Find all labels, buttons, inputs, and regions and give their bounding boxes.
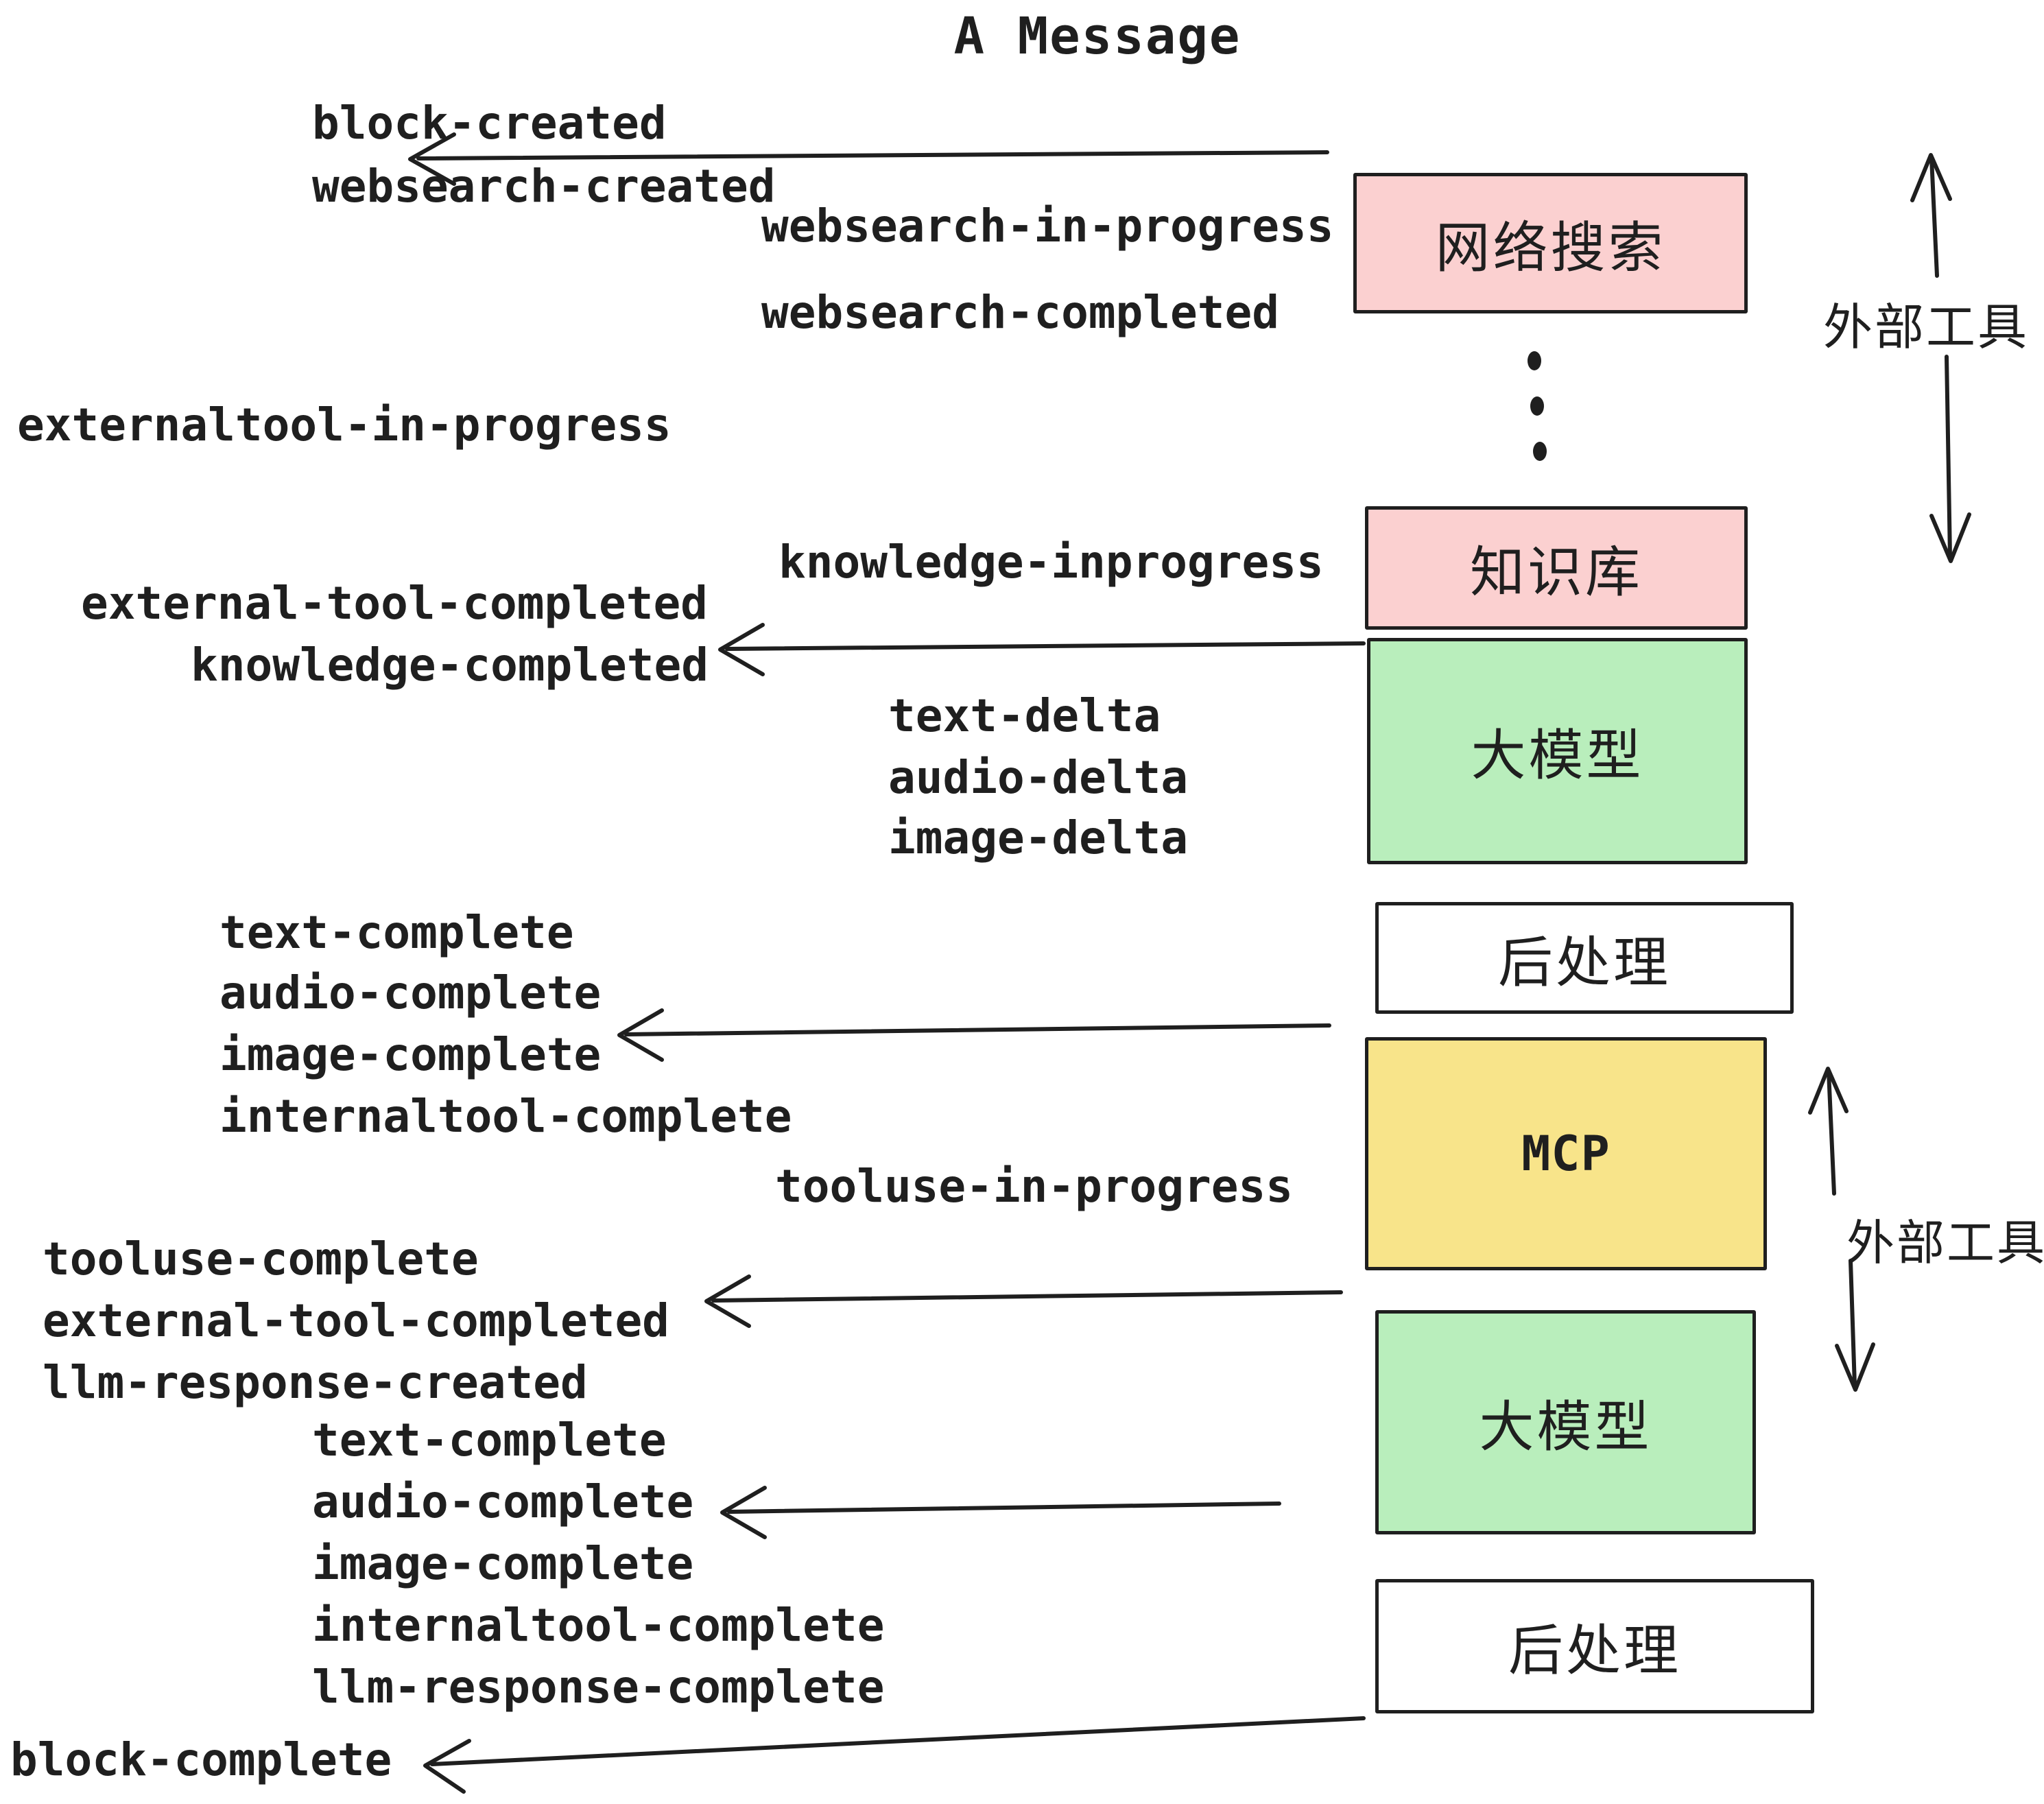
external-tools-note: 外部工具 [1822,298,2029,356]
event-label-llm-response-created: llm-response-created [43,1356,588,1409]
box-postprocess-2: 后处理 [1375,1579,1814,1713]
arrow-llm-complete [720,1486,1281,1539]
box-mcp: MCP [1365,1037,1767,1270]
event-label-text-complete: text-complete [219,906,574,959]
arrow-block-complete [423,1716,1366,1794]
event-label-websearch-completed: websearch-completed [761,286,1279,339]
event-label-block-created: block-created [312,97,667,150]
event-label-llm-response-complete: llm-response-complete [312,1661,885,1713]
box-websearch: 网络搜索 [1353,173,1748,313]
arrow-tooluse-complete [704,1274,1343,1328]
box-llm: 大模型 [1367,638,1748,864]
arrow-block-created [408,132,1329,186]
box-llm-2: 大模型 [1375,1310,1756,1534]
event-label-knowledge-completed: knowledge-completed [191,639,709,691]
event-label-tooluse-in-progress: tooluse-in-progress [775,1160,1293,1213]
box-postprocess-label: 后处理 [1498,930,1671,995]
event-label-audio-delta: audio-delta [888,751,1189,804]
event-label-websearch-created: websearch-created [312,160,776,213]
event-label-external-tool-completed: external-tool-completed [81,577,708,630]
box-mcp-label: MCP [1521,1126,1611,1182]
event-label-externaltool-in-progress: externaltool-in-progress [17,399,672,451]
box-postprocess-2-label: 后处理 [1508,1619,1681,1683]
external-tools-up-arrow-2 [1808,1067,1849,1196]
event-label-image-complete: image-complete [219,1028,602,1081]
box-postprocess: 后处理 [1375,902,1794,1014]
box-llm-2-label: 大模型 [1479,1394,1652,1459]
event-label-text-complete-2: text-complete [312,1414,667,1467]
event-label-external-tool-completed-2: external-tool-completed [43,1294,669,1347]
event-label-internaltool-complete: internaltool-complete [219,1090,792,1143]
event-label-text-delta: text-delta [888,689,1161,742]
event-label-audio-complete: audio-complete [219,966,602,1019]
arrow-internal-complete [617,1008,1331,1062]
external-tools-note-2: 外部工具 [1846,1215,2044,1271]
box-knowledge-label: 知识库 [1470,541,1643,604]
box-llm-label: 大模型 [1471,724,1644,787]
event-label-tooluse-complete: tooluse-complete [43,1233,479,1285]
event-label-image-complete-2: image-complete [312,1537,694,1590]
vertical-ellipsis-icon [1528,351,1547,461]
event-label-knowledge-inprogress: knowledge-inprogress [779,536,1324,589]
arrow-knowledge-completed [718,623,1366,676]
box-websearch-label: 网络搜索 [1435,215,1666,280]
box-knowledge: 知识库 [1365,506,1748,630]
event-label-audio-complete-2: audio-complete [312,1475,694,1528]
event-label-websearch-in-progress: websearch-in-progress [761,200,1334,252]
page-title: A Message [953,7,1241,66]
external-tools-down-arrow [1929,355,1971,563]
event-label-internaltool-complete-2: internaltool-complete [312,1599,885,1652]
event-label-image-delta: image-delta [888,811,1189,864]
event-label-block-complete: block-complete [10,1733,392,1786]
external-tools-down-arrow-2 [1835,1259,1875,1392]
external-tools-up-arrow [1910,153,1952,278]
